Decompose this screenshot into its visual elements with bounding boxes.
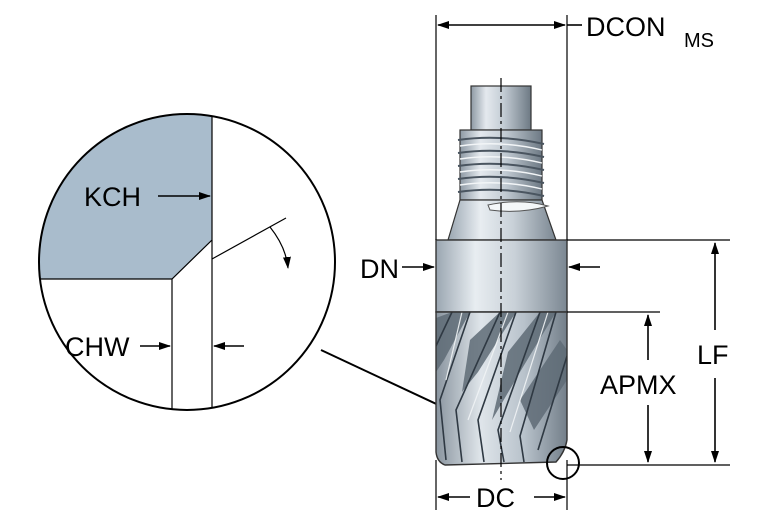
dcon-subscript: MS [684, 30, 714, 52]
neck-band [435, 239, 568, 313]
dimension-lf: LF [567, 239, 730, 466]
end-mill-tool [435, 85, 568, 466]
cutting-head [436, 312, 567, 465]
cutting-head-outline [435, 311, 568, 466]
corner-detail-marker [546, 446, 580, 480]
kch-label: KCH [84, 182, 141, 212]
chw-label: CHW [65, 332, 130, 362]
dimension-dn: DN [360, 254, 600, 284]
dimension-dcon: DCON MS [435, 12, 714, 240]
detail-magnifier: KCH CHW [38, 113, 336, 411]
dimension-dc: DC [435, 460, 568, 513]
dc-label: DC [476, 483, 515, 513]
lf-label: LF [697, 340, 729, 370]
apmx-label: APMX [600, 370, 677, 400]
dcon-label: DCON [586, 12, 666, 42]
dimension-apmx: APMX [567, 311, 677, 463]
dn-label: DN [360, 254, 399, 284]
detail-circle-outline [38, 113, 336, 411]
